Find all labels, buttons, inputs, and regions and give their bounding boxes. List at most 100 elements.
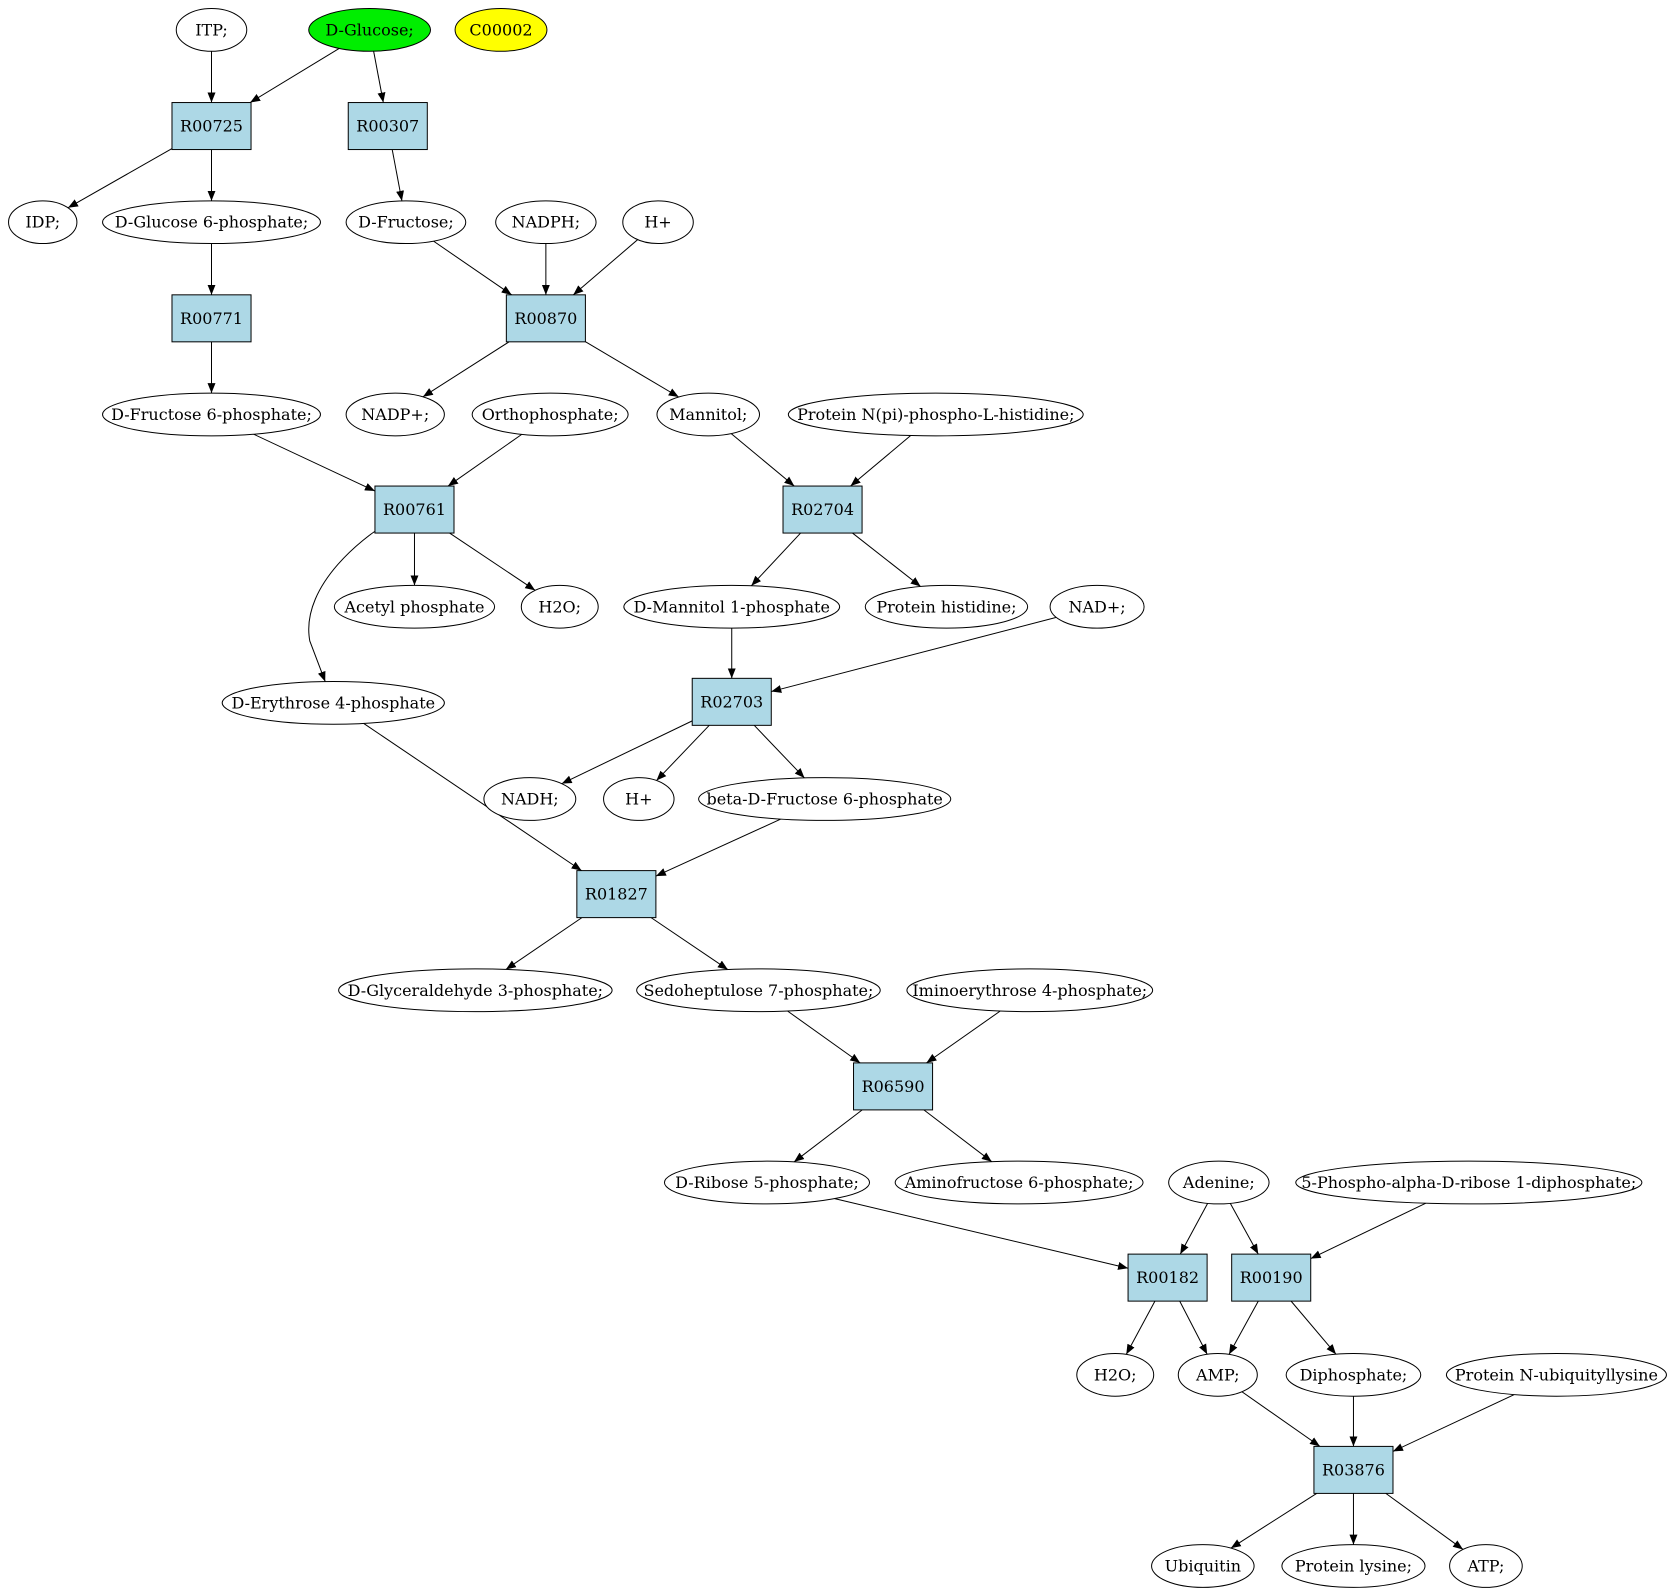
compound-ellipse[interactable] (495, 200, 597, 245)
compound-ellipse[interactable] (345, 200, 467, 245)
compound-ellipse[interactable] (603, 777, 675, 821)
compound-node-protlys[interactable]: Protein lysine; (1281, 1544, 1426, 1588)
compound-node-hplus1[interactable]: H+ (622, 200, 694, 245)
reaction-box[interactable] (374, 485, 455, 534)
compound-ellipse[interactable] (454, 8, 548, 52)
compound-ellipse[interactable] (656, 392, 761, 437)
compound-node-idp[interactable]: IDP; (8, 200, 78, 245)
compound-ellipse[interactable] (221, 681, 445, 725)
compound-ellipse[interactable] (787, 392, 1084, 437)
compound-ellipse[interactable] (636, 968, 881, 1013)
reaction-node-r00182[interactable]: R00182 (1127, 1253, 1208, 1302)
reaction-box[interactable] (1313, 1445, 1394, 1494)
compound-ellipse[interactable] (1168, 1160, 1270, 1205)
reaction-box[interactable] (171, 102, 252, 151)
compound-ellipse[interactable] (520, 584, 599, 629)
compound-ellipse[interactable] (698, 777, 952, 821)
compound-ellipse[interactable] (102, 392, 321, 437)
compound-ellipse[interactable] (864, 584, 1029, 629)
reaction-box[interactable] (853, 1062, 934, 1111)
reaction-node-r00307[interactable]: R00307 (347, 102, 428, 151)
compound-node-dr5p[interactable]: D-Ribose 5-phosphate; (663, 1160, 871, 1205)
compound-node-c00002[interactable]: C00002 (454, 8, 548, 52)
compound-ellipse[interactable] (1049, 584, 1145, 629)
reaction-node-r00761[interactable]: R00761 (374, 485, 455, 534)
compound-node-bdf6p[interactable]: beta-D-Fructose 6-phosphate (698, 777, 952, 821)
edge-r_R00761-to-c_de4p (308, 530, 376, 682)
compound-node-dg6p[interactable]: D-Glucose 6-phosphate; (102, 200, 321, 245)
reaction-node-r06590[interactable]: R06590 (853, 1062, 934, 1111)
compound-node-adenine[interactable]: Adenine; (1168, 1160, 1270, 1205)
compound-node-nadp[interactable]: NADP+; (345, 392, 445, 437)
compound-node-nadph[interactable]: NADPH; (495, 200, 597, 245)
compound-node-ie4p[interactable]: Iminoerythrose 4-phosphate; (906, 968, 1154, 1013)
compound-node-protnpi[interactable]: Protein N(pi)-phospho-L-histidine; (787, 392, 1084, 437)
reaction-box[interactable] (347, 102, 428, 151)
compound-label: H2O; (1094, 1365, 1137, 1384)
compound-node-prpp[interactable]: 5-Phospho-alpha-D-ribose 1-diphosphate; (1295, 1160, 1643, 1205)
compound-node-af6p[interactable]: Aminofructose 6-phosphate; (894, 1160, 1144, 1205)
compound-node-nad[interactable]: NAD+; (1049, 584, 1145, 629)
compound-ellipse[interactable] (338, 968, 613, 1013)
compound-ellipse[interactable] (894, 1160, 1144, 1205)
compound-ellipse[interactable] (333, 584, 496, 629)
compound-node-ubiquitin[interactable]: Ubiquitin (1151, 1544, 1255, 1588)
reaction-box[interactable] (1231, 1253, 1312, 1302)
compound-ellipse[interactable] (1445, 1352, 1667, 1397)
compound-node-dglucose[interactable]: D-Glucose; (308, 8, 432, 52)
compound-ellipse[interactable] (1151, 1544, 1255, 1588)
reaction-box[interactable] (505, 294, 586, 343)
compound-node-dm1p[interactable]: D-Mannitol 1-phosphate (623, 584, 841, 629)
compound-node-hplus2[interactable]: H+ (603, 777, 675, 821)
reaction-node-r01827[interactable]: R01827 (576, 870, 657, 919)
reaction-node-r00870[interactable]: R00870 (505, 294, 586, 343)
reaction-node-r00190[interactable]: R00190 (1231, 1253, 1312, 1302)
compound-node-mannitol[interactable]: Mannitol; (656, 392, 761, 437)
compound-node-dga3p[interactable]: D-Glyceraldehyde 3-phosphate; (338, 968, 613, 1013)
compound-node-h2o1[interactable]: H2O; (520, 584, 599, 629)
compound-ellipse[interactable] (471, 392, 629, 437)
edge-r_R00182-to-c_amp (1179, 1300, 1208, 1355)
compound-ellipse[interactable] (102, 200, 321, 245)
compound-ellipse[interactable] (1177, 1352, 1258, 1397)
compound-ellipse[interactable] (308, 8, 432, 52)
compound-node-dfructose[interactable]: D-Fructose; (345, 200, 467, 245)
compound-node-prothis[interactable]: Protein histidine; (864, 584, 1029, 629)
compound-ellipse[interactable] (663, 1160, 871, 1205)
compound-ellipse[interactable] (483, 777, 577, 821)
reaction-box[interactable] (171, 294, 252, 343)
compound-ellipse[interactable] (8, 200, 78, 245)
compound-node-protubq[interactable]: Protein N-ubiquityllysine (1445, 1352, 1667, 1397)
compound-ellipse[interactable] (622, 200, 694, 245)
compound-node-nadh[interactable]: NADH; (483, 777, 577, 821)
reaction-node-r02704[interactable]: R02704 (782, 485, 863, 534)
compound-ellipse[interactable] (1281, 1544, 1426, 1588)
compound-node-ortho[interactable]: Orthophosphate; (471, 392, 629, 437)
compound-node-itp[interactable]: ITP; (175, 8, 248, 52)
reaction-node-r03876[interactable]: R03876 (1313, 1445, 1394, 1494)
compound-ellipse[interactable] (175, 8, 248, 52)
compound-node-acetylp[interactable]: Acetyl phosphate (333, 584, 496, 629)
compound-node-df6p[interactable]: D-Fructose 6-phosphate; (102, 392, 321, 437)
compound-node-de4p[interactable]: D-Erythrose 4-phosphate (221, 681, 445, 725)
reaction-box[interactable] (691, 677, 772, 726)
compound-ellipse[interactable] (623, 584, 841, 629)
compound-node-diphos[interactable]: Diphosphate; (1285, 1352, 1422, 1397)
compound-ellipse[interactable] (906, 968, 1154, 1013)
compound-ellipse[interactable] (1076, 1352, 1155, 1397)
reaction-node-r02703[interactable]: R02703 (691, 677, 772, 726)
compound-ellipse[interactable] (345, 392, 445, 437)
edge-r_R00870-to-c_nadp (422, 341, 510, 398)
compound-node-s7p[interactable]: Sedoheptulose 7-phosphate; (636, 968, 881, 1013)
compound-ellipse[interactable] (1449, 1544, 1523, 1588)
reaction-box[interactable] (576, 870, 657, 919)
compound-ellipse[interactable] (1285, 1352, 1422, 1397)
reaction-node-r00771[interactable]: R00771 (171, 294, 252, 343)
compound-node-amp[interactable]: AMP; (1177, 1352, 1258, 1397)
compound-ellipse[interactable] (1295, 1160, 1643, 1205)
reaction-box[interactable] (782, 485, 863, 534)
reaction-box[interactable] (1127, 1253, 1208, 1302)
reaction-node-r00725[interactable]: R00725 (171, 102, 252, 151)
compound-node-h2o2[interactable]: H2O; (1076, 1352, 1155, 1397)
compound-node-atp[interactable]: ATP; (1449, 1544, 1523, 1588)
